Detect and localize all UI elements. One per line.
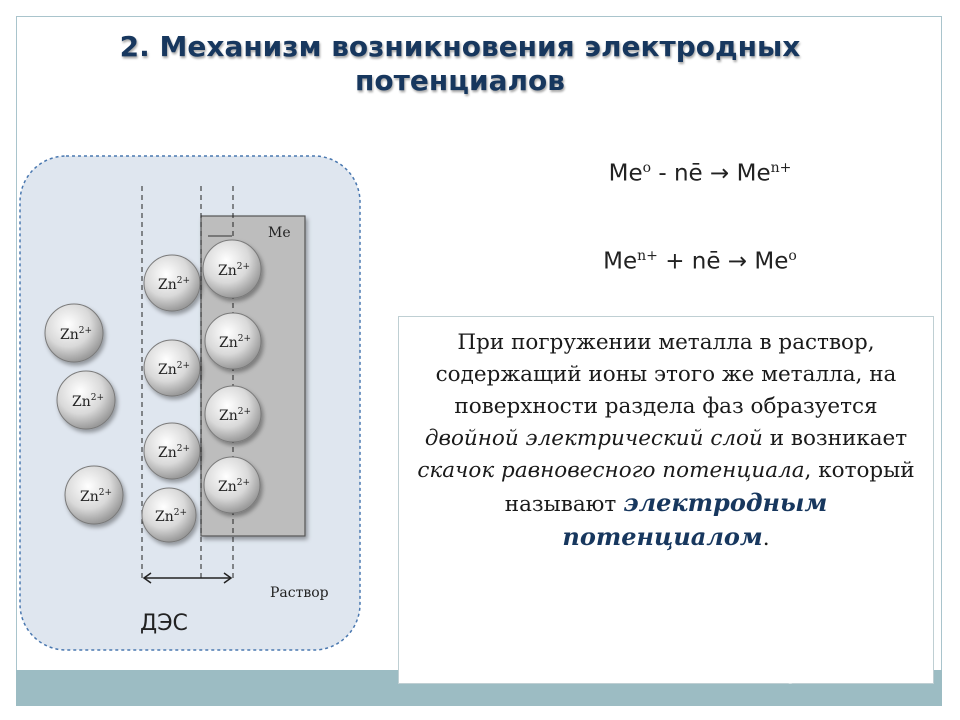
- slide-title: 2. Механизм возникновения электродных по…: [119, 30, 801, 97]
- zn-ion: [56, 370, 116, 430]
- zn-ion: [143, 422, 201, 480]
- zn-ion: [143, 254, 201, 312]
- zn-ion-label: Zn2+: [158, 361, 190, 378]
- zn-ion: [143, 339, 201, 397]
- zn-ion-label: Zn2+: [158, 444, 190, 461]
- reduction-equation: Men+ + nē → Meo: [603, 248, 797, 275]
- zn-ion-label: Zn2+: [218, 262, 250, 279]
- zn-ion: [64, 465, 124, 525]
- zn-ion-label: Zn2+: [219, 407, 251, 424]
- zn-ion: [202, 239, 262, 299]
- zn-ion-label: Zn2+: [60, 326, 92, 343]
- zn-ion-label: Zn2+: [80, 488, 112, 505]
- watermark-logo: MyShared: [768, 660, 878, 685]
- explanation-text: При погружении металла в раствор, содерж…: [398, 316, 934, 684]
- oxidation-equation: Meo - nē → Men+: [608, 160, 792, 187]
- metal-label: Me: [268, 225, 291, 241]
- zn-ion: [203, 456, 261, 514]
- zn-ion-label: Zn2+: [218, 478, 250, 495]
- zn-ion-label: Zn2+: [219, 334, 251, 351]
- zn-ion: [141, 487, 197, 543]
- double-layer-label: ДЭС: [140, 611, 188, 636]
- zn-ion-label: Zn2+: [155, 508, 187, 525]
- zn-ion: [204, 312, 262, 370]
- zn-ion-label: Zn2+: [158, 276, 190, 293]
- solution-label: Раствор: [270, 585, 329, 601]
- zn-ion-label: Zn2+: [72, 393, 104, 410]
- zn-ion: [44, 303, 104, 363]
- zn-ion: [204, 385, 262, 443]
